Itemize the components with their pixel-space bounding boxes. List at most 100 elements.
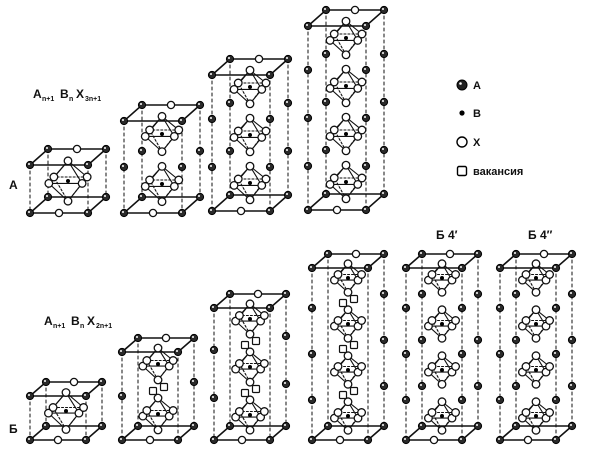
a-atom [495, 263, 505, 273]
x-atom [531, 333, 541, 343]
open-circle-icon [456, 136, 468, 148]
x-atom [325, 35, 335, 45]
x-atom [140, 181, 150, 191]
a-atom [307, 303, 317, 313]
structure-cell [25, 144, 111, 218]
a-atom [321, 5, 331, 15]
x-atom [353, 131, 363, 141]
x-atom [427, 362, 437, 371]
x-atom [254, 54, 264, 64]
x-atom [77, 178, 87, 188]
x-atom [353, 35, 363, 45]
x-atom [245, 425, 255, 435]
x-atom [343, 333, 353, 343]
x-atom [145, 175, 155, 185]
a-atom [495, 303, 505, 313]
a-atom [195, 192, 205, 202]
a-atom [457, 395, 467, 405]
x-atom [531, 287, 541, 297]
a-atom [177, 208, 187, 218]
a-atom [281, 379, 291, 389]
a-atom [117, 347, 127, 357]
a-atom [551, 303, 561, 313]
a-atom [225, 54, 235, 64]
a-atom [189, 333, 199, 343]
a-atom [173, 435, 183, 445]
x-atom [437, 259, 447, 269]
x-atom [437, 305, 447, 315]
x-atom [329, 173, 339, 183]
a-atom [189, 421, 199, 431]
formula-bottom-b-sub: n [80, 323, 84, 330]
x-atom [357, 77, 367, 87]
a-atom [25, 208, 35, 218]
a-atom [209, 393, 219, 403]
x-atom [257, 132, 267, 142]
b-atom [66, 179, 70, 183]
a-atom [41, 421, 51, 431]
b-atom [344, 84, 348, 88]
x-atom [531, 397, 541, 407]
x-atom [53, 435, 63, 445]
legend-item-b: В [459, 108, 481, 120]
a-atom [307, 263, 317, 273]
a-atom [209, 345, 219, 355]
b-atom [344, 36, 348, 40]
b-atom [534, 322, 538, 326]
a-atom [303, 113, 313, 123]
a-atom [25, 435, 35, 445]
x-atom [63, 196, 73, 206]
a-atom [225, 98, 235, 108]
x-atom [140, 131, 150, 141]
a-atom [457, 349, 467, 359]
a-atom [379, 145, 389, 155]
row-label-bottom: Б [9, 422, 18, 436]
a-atom [209, 435, 219, 445]
a-atom [567, 381, 577, 391]
x-atom [145, 125, 155, 135]
a-atom [363, 263, 373, 273]
crystal-structures [25, 5, 577, 445]
a-atom [361, 113, 371, 123]
formula-bottom-x-sub: 2n+1 [96, 323, 112, 330]
b-atom [534, 368, 538, 372]
x-atom [545, 408, 555, 417]
vacancy [251, 384, 261, 394]
x-atom [148, 208, 158, 218]
x-atom [343, 397, 353, 407]
x-atom [153, 343, 163, 353]
a-atom [137, 192, 147, 202]
a-atom [303, 65, 313, 75]
vacancy [240, 340, 250, 350]
x-atom [63, 156, 73, 166]
a-atom [363, 435, 373, 445]
a-atom [307, 349, 317, 359]
a-atom [97, 377, 107, 387]
x-atom [233, 174, 243, 184]
x-atom [145, 435, 155, 445]
x-atom [257, 180, 267, 190]
a-atom [117, 391, 127, 401]
x-atom [343, 259, 353, 269]
a-atom [137, 100, 147, 110]
x-atom [341, 16, 351, 26]
formula-top: A n+1 B n X 3n+1 [33, 87, 101, 103]
a-atom [321, 145, 331, 155]
x-atom [343, 351, 353, 361]
legend-label-a: А [473, 80, 481, 92]
a-atom [511, 335, 521, 345]
b-atom [248, 317, 252, 321]
formula-top-x: X [76, 87, 84, 101]
x-atom [350, 5, 360, 15]
row-label-top: А [9, 178, 18, 192]
x-atom [545, 362, 555, 371]
a-atom [473, 289, 483, 299]
x-atom [545, 316, 555, 325]
x-atom [74, 408, 84, 418]
b-atom [160, 132, 164, 136]
label-b4-double-prime: Б 4″ [528, 228, 553, 242]
x-atom [82, 172, 92, 182]
x-atom [437, 287, 447, 297]
vacancy [240, 388, 250, 398]
